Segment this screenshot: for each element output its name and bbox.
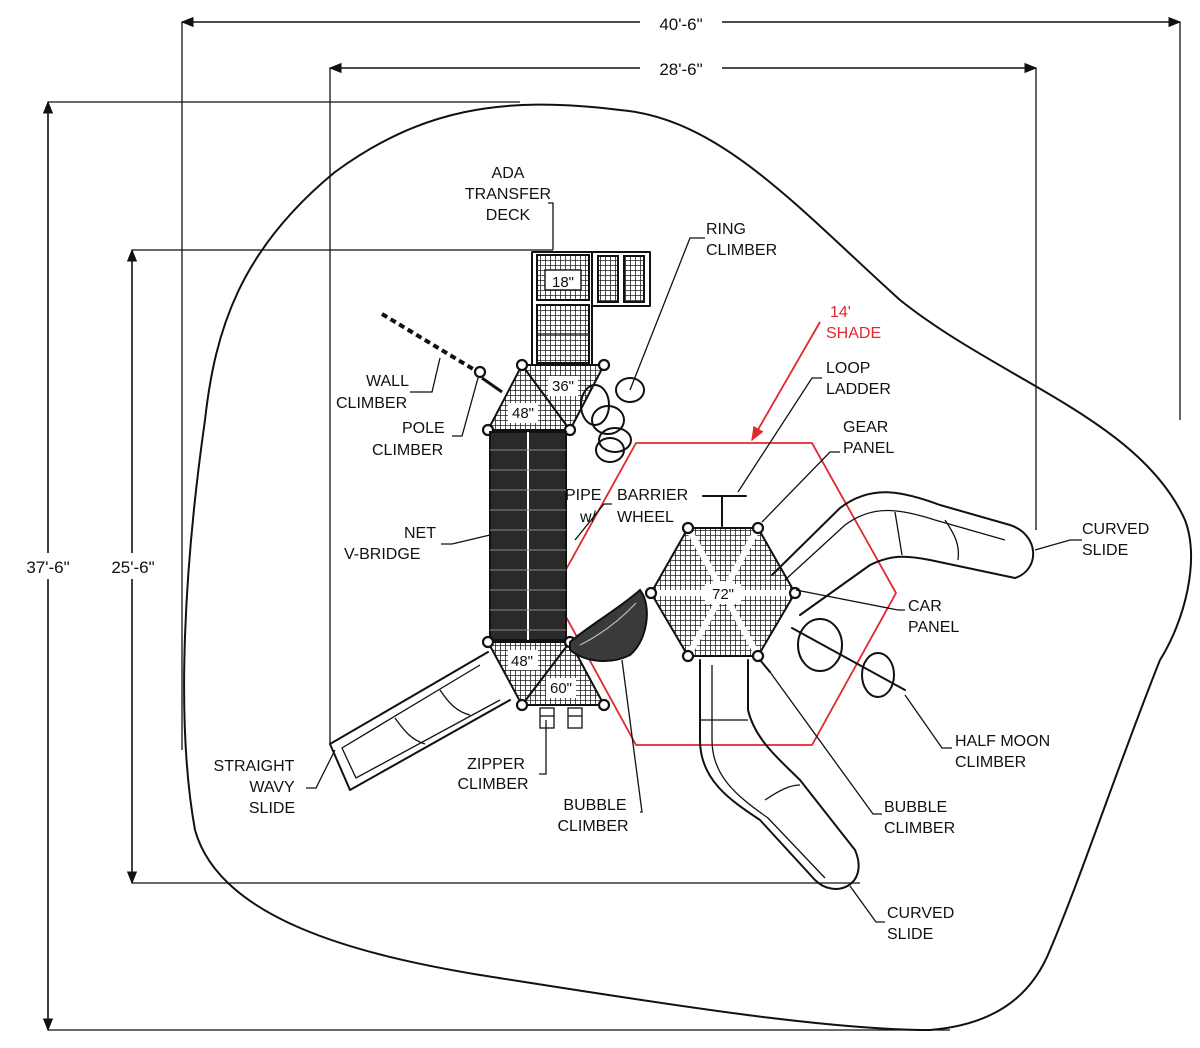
svg-text:CLIMBER: CLIMBER [457, 776, 528, 793]
wall-climber [380, 312, 487, 379]
svg-text:HALF MOON: HALF MOON [955, 733, 1050, 750]
curved-slide-right [771, 491, 1035, 616]
svg-text:SLIDE: SLIDE [1082, 542, 1128, 559]
svg-text:CLIMBER: CLIMBER [706, 242, 777, 259]
label-wheel: w/ WHEEL [579, 509, 674, 526]
use-zone-boundary [183, 103, 1192, 1031]
svg-text:CLIMBER: CLIMBER [955, 754, 1026, 771]
bubble-climber-left [569, 588, 648, 662]
label-half-moon-climber: HALF MOON CLIMBER [955, 733, 1050, 771]
svg-text:SLIDE: SLIDE [887, 926, 933, 943]
shade-size-label: 14' [830, 304, 851, 321]
svg-text:POLE: POLE [402, 420, 445, 437]
net-v-bridge [489, 431, 567, 641]
label-curved-slide-right: CURVED SLIDE [1082, 521, 1149, 559]
label-bubble-climber-left: BUBBLE CLIMBER [557, 797, 628, 835]
label-gear-panel: GEAR PANEL [843, 419, 894, 457]
label-car-panel: CAR PANEL [908, 598, 959, 636]
svg-text:w/: w/ [579, 509, 597, 526]
label-wall-climber: WALL CLIMBER [336, 373, 409, 412]
svg-text:ZIPPER: ZIPPER [467, 756, 525, 773]
straight-wavy-slide [329, 651, 511, 791]
svg-text:CURVED: CURVED [887, 905, 954, 922]
svg-text:BARRIER: BARRIER [617, 487, 688, 504]
shade-label: SHADE [826, 325, 881, 342]
svg-text:TRANSFER: TRANSFER [465, 186, 551, 203]
svg-text:CLIMBER: CLIMBER [372, 442, 443, 459]
dimension-inner-width: 28'-6" [328, 58, 1038, 745]
zipper-climber [539, 707, 583, 729]
svg-text:WHEEL: WHEEL [617, 509, 674, 526]
loop-ladder [702, 495, 747, 527]
label-zipper-climber: ZIPPER CLIMBER [457, 756, 528, 793]
svg-text:V-BRIDGE: V-BRIDGE [344, 546, 420, 563]
overall-depth-label: 37'-6" [26, 558, 69, 577]
svg-text:WAVY: WAVY [249, 779, 295, 796]
dimension-inner-depth: 25'-6" [96, 248, 860, 885]
svg-text:CURVED: CURVED [1082, 521, 1149, 538]
svg-text:BUBBLE: BUBBLE [563, 797, 626, 814]
svg-text:LADDER: LADDER [826, 381, 891, 398]
curved-slide-bottom [699, 659, 860, 890]
lower-triangle-decks: 48" 60" [481, 635, 611, 712]
ada-transfer-deck: 18" [531, 251, 651, 366]
hex-deck-height: 72" [712, 586, 734, 603]
label-curved-slide-bottom: CURVED SLIDE [887, 905, 954, 943]
svg-text:PANEL: PANEL [908, 619, 959, 636]
svg-text:LOOP: LOOP [826, 360, 870, 377]
label-net-v-bridge: NET V-BRIDGE [344, 525, 436, 563]
svg-text:PANEL: PANEL [843, 440, 894, 457]
overall-width-label: 40'-6" [659, 15, 702, 34]
upper-triangle-decks: 48" 36" [481, 358, 611, 437]
transfer-deck-height: 18" [552, 274, 574, 291]
svg-text:CAR: CAR [908, 598, 942, 615]
dimension-overall-depth: 37'-6" [10, 100, 950, 1032]
svg-text:ADA: ADA [492, 165, 525, 182]
label-ada-transfer-deck: ADA TRANSFER DECK [465, 165, 551, 224]
deck-48-lower: 48" [511, 653, 533, 670]
dimension-overall-width: 40'-6" [180, 12, 1182, 750]
svg-text:DECK: DECK [486, 207, 531, 224]
deck-48-upper: 48" [512, 405, 534, 422]
label-pipe-barrier: PIPE BARRIER [565, 487, 688, 504]
hexagon-deck-72: 72" [644, 521, 802, 663]
svg-text:GEAR: GEAR [843, 419, 888, 436]
inner-width-label: 28'-6" [659, 60, 702, 79]
svg-text:WALL: WALL [366, 373, 409, 390]
svg-text:CLIMBER: CLIMBER [557, 818, 628, 835]
pole-climber [481, 376, 503, 394]
inner-depth-label: 25'-6" [111, 558, 154, 577]
label-loop-ladder: LOOP LADDER [826, 360, 891, 398]
svg-text:CLIMBER: CLIMBER [884, 820, 955, 837]
svg-text:CLIMBER: CLIMBER [336, 395, 407, 412]
svg-text:PIPE: PIPE [565, 487, 601, 504]
svg-text:BUBBLE: BUBBLE [884, 799, 947, 816]
leader-lines [306, 202, 1082, 923]
label-ring-climber: RING CLIMBER [706, 221, 777, 259]
bubble-climber-right [759, 659, 771, 673]
label-bubble-climber-right: BUBBLE CLIMBER [884, 799, 955, 837]
deck-60: 60" [550, 680, 572, 697]
svg-text:RING: RING [706, 221, 746, 238]
svg-text:STRAIGHT: STRAIGHT [214, 758, 295, 775]
svg-text:NET: NET [404, 525, 436, 542]
label-pole-climber: POLE CLIMBER [372, 420, 445, 459]
ring-climber [580, 377, 645, 463]
label-straight-wavy-slide: STRAIGHT WAVY SLIDE [214, 758, 296, 817]
half-moon-climber [791, 618, 906, 698]
svg-text:SLIDE: SLIDE [249, 800, 295, 817]
deck-36: 36" [552, 378, 574, 395]
